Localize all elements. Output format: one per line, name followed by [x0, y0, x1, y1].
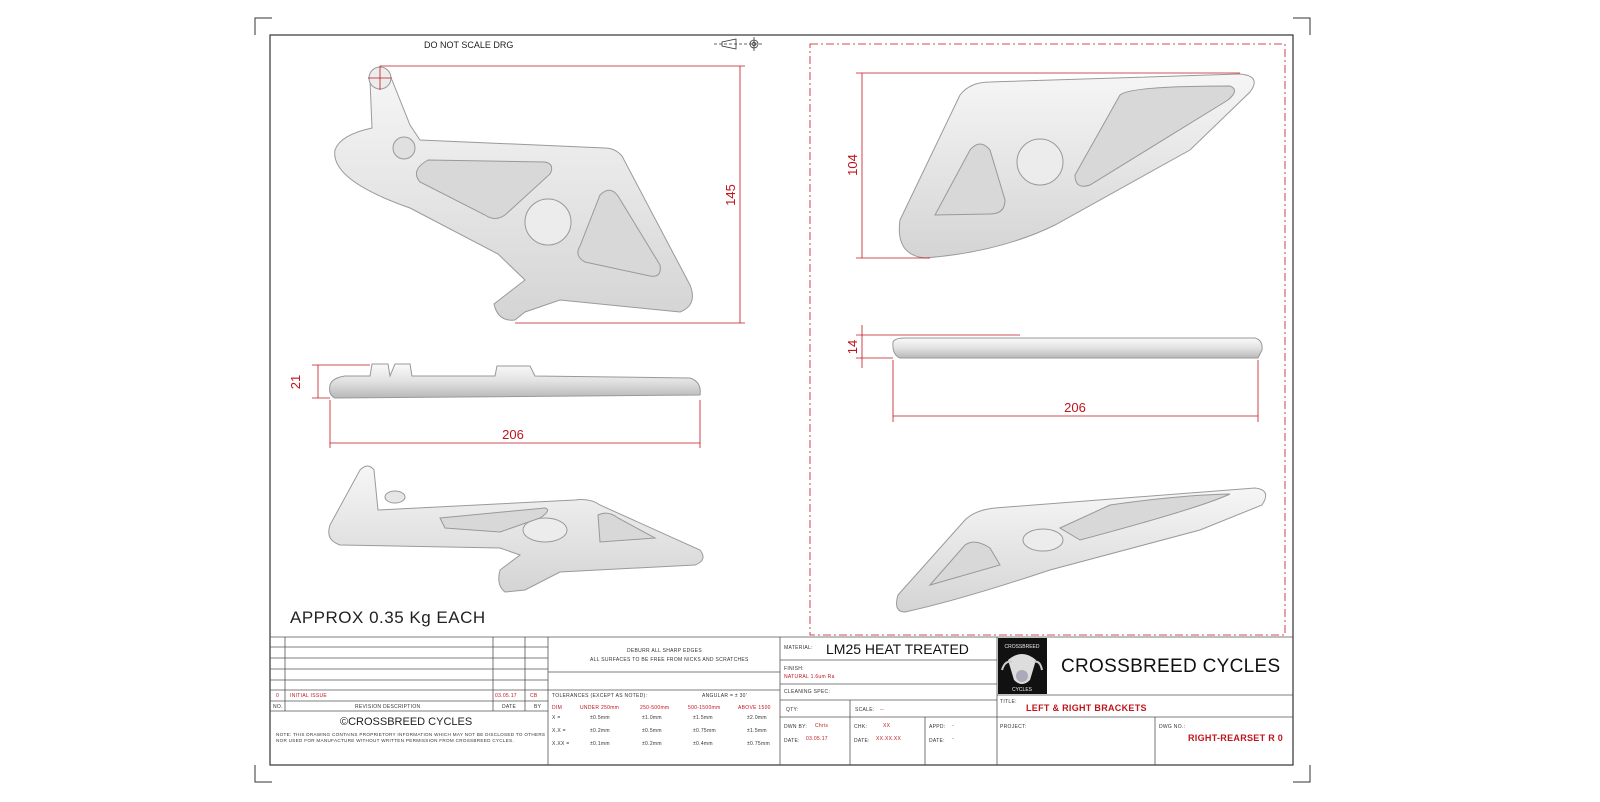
tol-row-xxx-3: ±0.4mm [693, 741, 713, 747]
rev-header-no: NO. [273, 704, 283, 710]
rev-description: INITIAL ISSUE [290, 693, 328, 699]
tol-row-xx-label: X.X = [552, 728, 566, 734]
dim-right-length: 206 [1064, 400, 1086, 415]
tol-row-x-3: ±1.5mm [693, 715, 713, 721]
drawn-date-label: DATE: [784, 738, 800, 744]
checked-label: CHK: [854, 724, 868, 730]
tol-row-xxx-2: ±0.2mm [642, 741, 662, 747]
scale-label: SCALE: [855, 707, 875, 713]
left-bracket-side-view [329, 363, 701, 399]
corner-marks [254, 17, 1311, 783]
approved-value: - [952, 723, 954, 729]
qty-label: QTY: [786, 707, 799, 713]
tol-row-x-2: ±1.0mm [642, 715, 662, 721]
checked-date-label: DATE: [854, 738, 870, 744]
tol-row-xx-2: ±0.5mm [642, 728, 662, 734]
tol-header-500-1500: 500-1500mm [688, 705, 721, 711]
detail-view-frame [809, 43, 1286, 636]
drawn-by-label: DWN BY: [784, 724, 808, 730]
title-label: TITLE: [1000, 699, 1017, 705]
note-surfaces: ALL SURFACES TO BE FREE FROM NICKS AND S… [590, 657, 749, 663]
copyright-note-2: NOR USED FOR MANUFACTURE WITHOUT WRITTEN… [276, 738, 515, 743]
dwg-no-value: RIGHT-REARSET R 0 [1188, 733, 1284, 743]
rev-by: CB [530, 693, 538, 699]
cleaning-spec-label: CLEANING SPEC: [784, 689, 831, 695]
crossbreed-logo: CROSSBREED CYCLES [998, 638, 1047, 694]
right-bracket-side-view [892, 337, 1263, 359]
copyright-title: ©CROSSBREED CYCLES [340, 716, 473, 728]
rev-header-by: BY [534, 704, 542, 710]
dim-right-height: 104 [845, 154, 860, 176]
tolerances-title: TOLERANCES (EXCEPT AS NOTED): [552, 693, 648, 699]
tol-header-under250: UNDER 250mm [580, 705, 620, 711]
project-label: PROJECT: [1000, 724, 1027, 730]
left-bracket-iso-view [328, 465, 704, 593]
tolerances-angular: ANGULAR = ± 30' [702, 693, 748, 699]
approved-date-label: DATE: [929, 738, 945, 744]
tol-row-x-label: X = [552, 715, 561, 721]
material-value: LM25 HEAT TREATED [826, 641, 969, 657]
tol-row-xxx-1: ±0.1mm [590, 741, 610, 747]
finish-value: NATURAL 1.6um Ra [784, 674, 835, 680]
checked-value: XX [883, 723, 891, 729]
do-not-scale-note: DO NOT SCALE DRG [424, 40, 514, 50]
approved-date-value: - [952, 736, 954, 742]
projection-symbol-icon [714, 37, 762, 51]
sheet-border [269, 34, 1294, 766]
tol-header-dim: DIM [552, 705, 563, 711]
left-bracket-top-view [334, 66, 693, 321]
tol-row-x-4: ±2.0mm [747, 715, 767, 721]
dim-right-thickness: 14 [845, 340, 860, 354]
tol-row-xx-3: ±0.75mm [693, 728, 716, 734]
finish-label: FINISH: [784, 666, 804, 672]
copyright-note-1: NOTE: THIS DRAWING CONTAINS PROPRIETORY … [276, 732, 546, 737]
right-bracket-iso-view [896, 487, 1267, 613]
drawn-date-value: 03.05.17 [806, 736, 828, 742]
material-label: MATERIAL: [784, 645, 813, 651]
rev-no: 0 [276, 693, 280, 699]
note-deburr: DEBURR ALL SHARP EDGES [627, 648, 702, 654]
drawn-by-value: Chris [815, 723, 829, 729]
title-block-grid [270, 636, 1293, 765]
tol-row-xx-1: ±0.2mm [590, 728, 610, 734]
rev-date: 03.05.17 [495, 693, 517, 699]
dim-left-thickness: 21 [288, 375, 303, 389]
tol-header-250-500: 250-500mm [640, 705, 670, 711]
dim-left-height: 145 [723, 184, 738, 206]
dimension-lines [312, 65, 1259, 448]
dim-left-length: 206 [502, 427, 524, 442]
logo-text-bottom: CYCLES [1012, 687, 1033, 693]
right-bracket-top-view [898, 73, 1255, 259]
tol-header-above1500: ABOVE 1500 [738, 705, 771, 711]
scale-value: -- [880, 707, 884, 713]
tol-row-xx-4: ±1.5mm [747, 728, 767, 734]
checked-date-value: XX.XX.XX [876, 736, 902, 742]
dwg-no-label: DWG NO.: [1159, 724, 1186, 730]
weight-note: APPROX 0.35 Kg EACH [290, 608, 486, 627]
company-name: CROSSBREED CYCLES [1061, 656, 1281, 677]
tol-row-xxx-4: ±0.75mm [747, 741, 770, 747]
tol-row-x-1: ±0.5mm [590, 715, 610, 721]
logo-text-top: CROSSBREED [1004, 644, 1039, 650]
title-value: LEFT & RIGHT BRACKETS [1026, 703, 1147, 713]
rev-header-date: DATE [502, 704, 517, 710]
approved-label: APPD: [929, 724, 946, 730]
rev-header-description: REVISION DESCRIPTION [355, 704, 421, 710]
tol-row-xxx-label: X.XX = [552, 741, 570, 747]
